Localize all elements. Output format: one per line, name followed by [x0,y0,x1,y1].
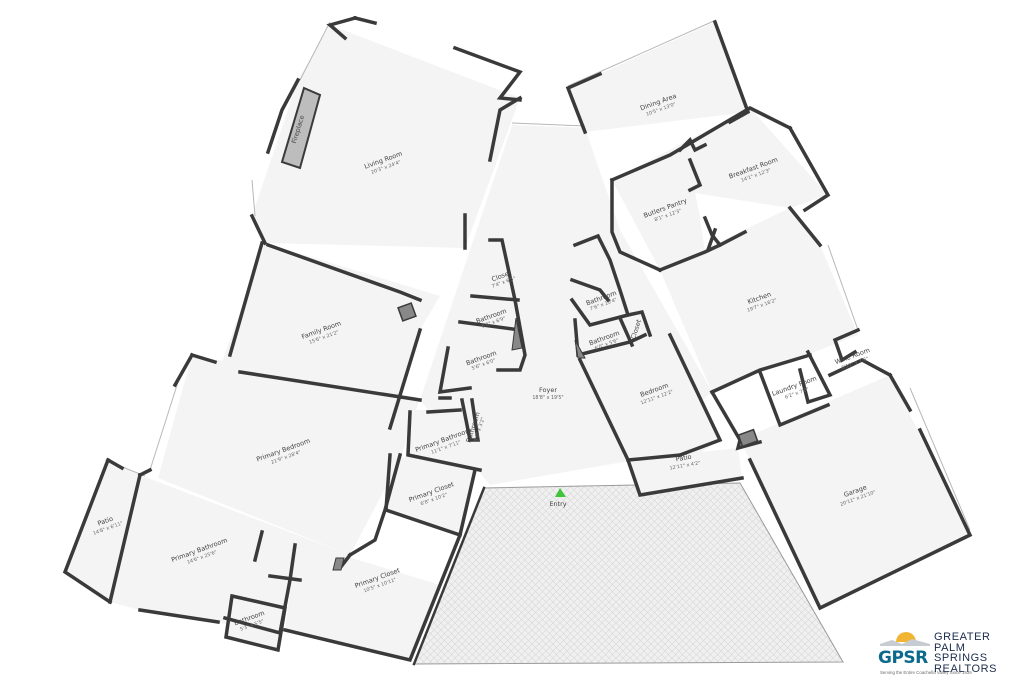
gpsr-logo: GPSR GREATER PALM SPRINGS REALTORS Servi… [874,628,1022,678]
sun-logo-icon [880,632,930,646]
logo-tagline: Serving the Entire Coachella Valley Sinc… [880,670,972,675]
entry-label: Entry [549,500,566,508]
logo-line2: PALM SPRINGS [934,641,988,664]
logo-name: GREATER PALM SPRINGS REALTORS [934,632,1022,674]
fireplace: Fireplace [280,86,322,170]
window-lines [109,19,971,531]
gpsr-mark: GPSR [878,648,928,668]
patio-right-dim: 12'11" x 4'2" [669,460,701,471]
foyer-label: Foyer [539,386,557,394]
foyer-dim: 18'8" x 19'5" [532,395,563,401]
walls [62,15,973,666]
patio-right-label: Patio [675,453,692,464]
logo-line1: GREATER [934,631,991,643]
entry-marker-icon [555,488,566,497]
logo-line3: REALTORS [934,662,998,675]
